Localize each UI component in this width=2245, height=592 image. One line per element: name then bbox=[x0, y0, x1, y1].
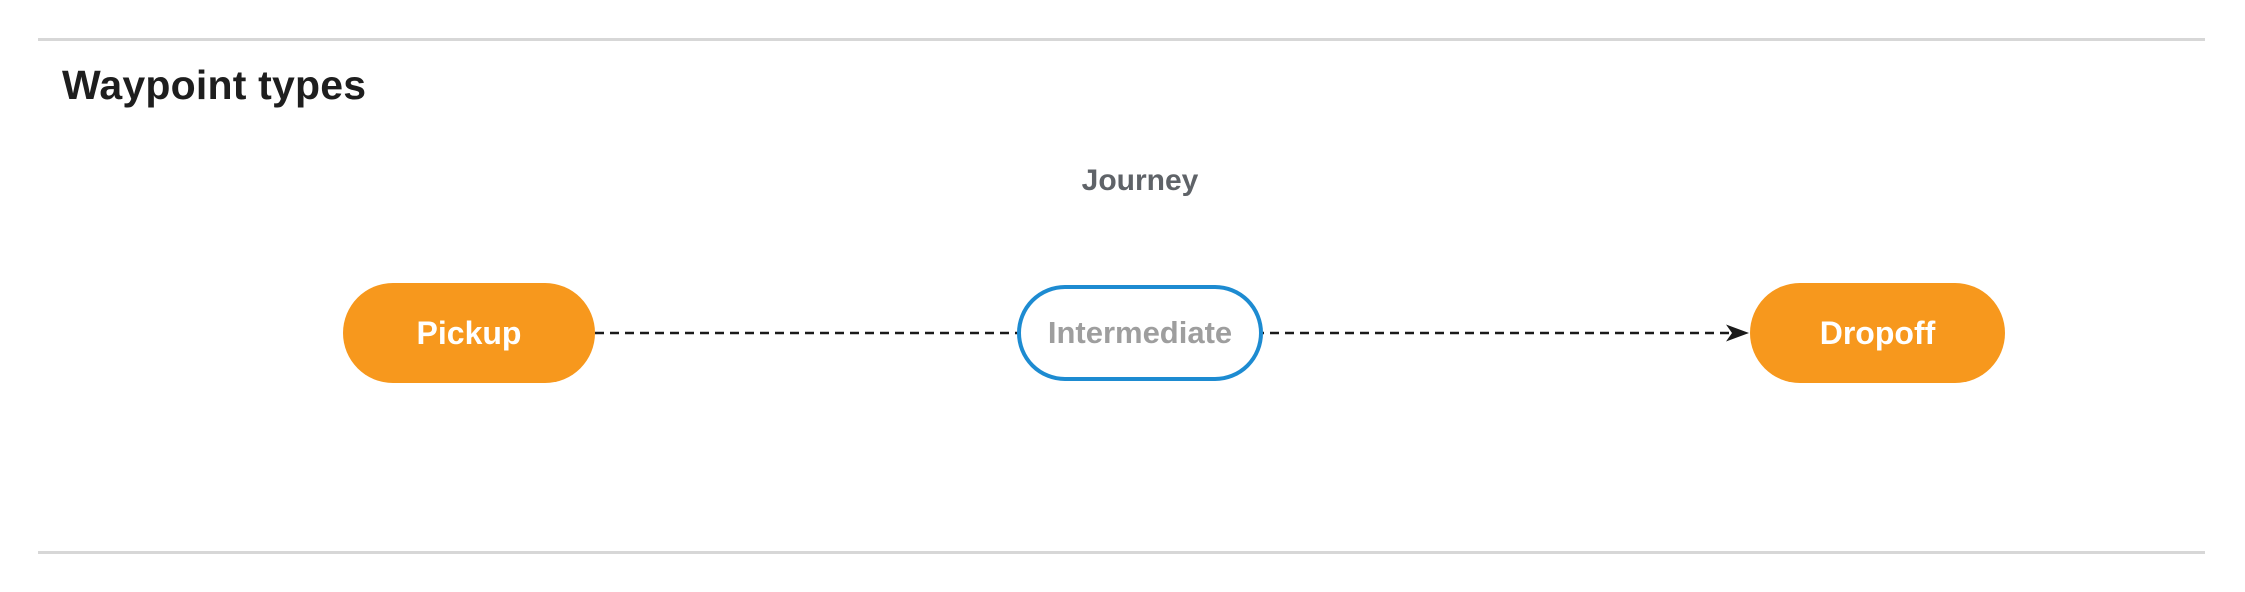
node-pickup-label: Pickup bbox=[416, 314, 522, 351]
section-title: Waypoint types bbox=[62, 62, 367, 108]
bottom-divider bbox=[38, 551, 2205, 554]
node-intermediate: Intermediate bbox=[1017, 285, 1263, 381]
node-intermediate-label: Intermediate bbox=[1047, 315, 1233, 350]
top-divider bbox=[38, 38, 2205, 41]
node-dropoff-label: Dropoff bbox=[1819, 314, 1936, 351]
arrowhead-icon bbox=[1726, 324, 1749, 342]
node-dropoff: Dropoff bbox=[1750, 283, 2005, 383]
node-pickup: Pickup bbox=[343, 283, 595, 383]
journey-label: Journey bbox=[1081, 164, 1199, 197]
